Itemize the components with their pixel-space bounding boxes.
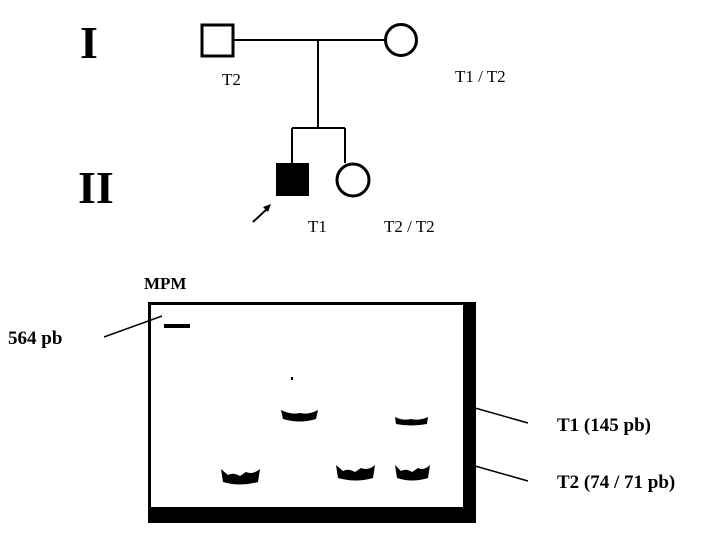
marker-size-label: 564 pb: [8, 328, 62, 349]
daughter-circle-symbol: [337, 164, 369, 196]
gel-speck: [291, 377, 293, 380]
generation-label-ii: II: [78, 162, 114, 213]
proband-arrow-icon: [253, 204, 271, 222]
pedigree: I II T2 T1 / T2 T1 T2 / T2: [78, 17, 506, 236]
daughter-genotype: T2 / T2: [384, 217, 435, 236]
t2-pointer-line: [475, 466, 528, 481]
son-affected-square-symbol: [277, 164, 308, 195]
mother-circle-symbol: [386, 25, 417, 56]
t1-pointer-line: [475, 408, 528, 423]
father-genotype: T2: [222, 70, 241, 89]
mother-genotype: T1 / T2: [455, 67, 506, 86]
father-square-symbol: [202, 25, 233, 56]
marker-band: [164, 324, 190, 328]
t2-band-label: T2 (74 / 71 pb): [557, 472, 675, 493]
t1-band-label: T1 (145 pb): [557, 415, 651, 436]
generation-label-i: I: [80, 17, 98, 68]
marker-lane-label: MPM: [144, 274, 186, 293]
gel-electrophoresis: MPM 564 pb T1 (145 pb) T2 (74 / 71 pb): [8, 274, 675, 523]
son-genotype: T1: [308, 217, 327, 236]
